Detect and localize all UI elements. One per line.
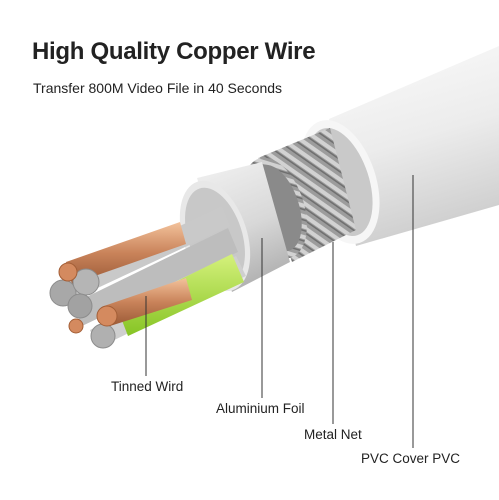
label-pvc-cover: PVC Cover PVC bbox=[361, 451, 461, 466]
label-metal-net: Metal Net bbox=[304, 427, 362, 442]
leader-lines bbox=[145, 175, 414, 448]
page-title: High Quality Copper Wire bbox=[32, 38, 316, 65]
label-tinned-wire: Tinned Wird bbox=[111, 379, 184, 394]
label-aluminium-foil: Aluminium Foil bbox=[216, 401, 305, 416]
inner-wires bbox=[49, 206, 246, 349]
page-subtitle: Transfer 800M Video File in 40 Seconds bbox=[33, 80, 283, 96]
